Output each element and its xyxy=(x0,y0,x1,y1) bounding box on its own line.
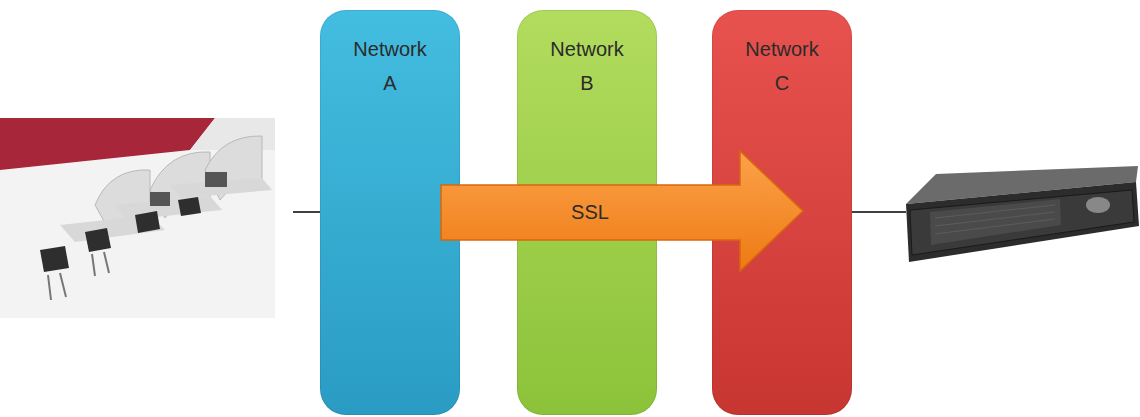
ssl-arrow: SSL xyxy=(440,150,805,272)
network-label: Network B xyxy=(550,32,623,100)
office-picture xyxy=(0,118,275,318)
network-label: Network A xyxy=(353,32,426,100)
monitor xyxy=(205,172,227,187)
chairs xyxy=(40,197,201,300)
arrow-label-area: SSL xyxy=(440,185,740,240)
arrow-shape xyxy=(441,151,803,271)
server-front xyxy=(910,190,1134,255)
server-body xyxy=(906,182,1139,262)
network-band: Network A xyxy=(320,10,460,415)
network-label: Network C xyxy=(745,32,818,100)
server-badge xyxy=(1086,197,1110,213)
server-vents xyxy=(935,205,1055,234)
office-floor xyxy=(0,118,275,318)
server-picture xyxy=(906,166,1139,262)
arrow-outline xyxy=(440,150,805,272)
server-bezel xyxy=(930,199,1061,245)
monitor xyxy=(150,192,170,206)
arrow-label: SSL xyxy=(571,201,609,224)
